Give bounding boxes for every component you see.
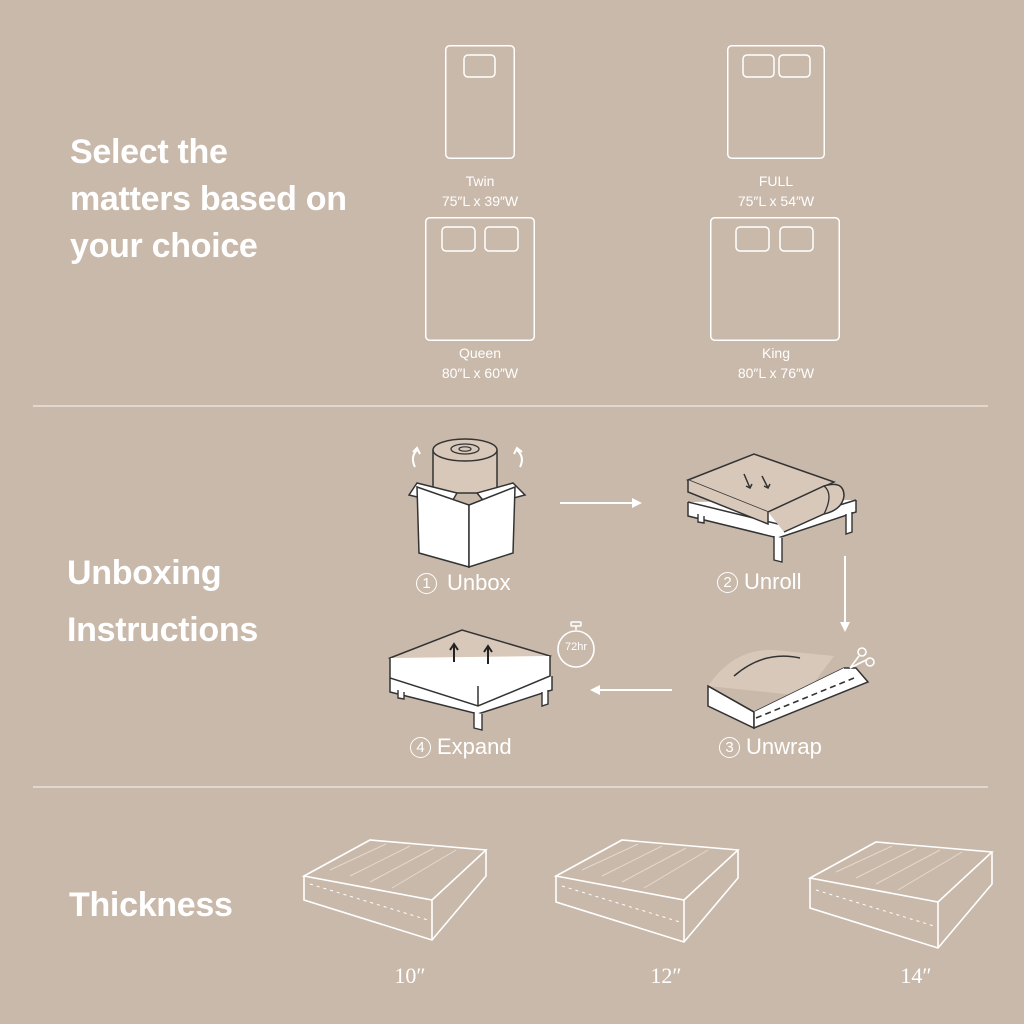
size-dimensions: 80″L x 76″W [737,365,815,381]
size-name: King [761,345,791,361]
size-name: FULL [758,173,794,189]
size-option-twin[interactable]: Twin 75″L x 39″W [400,171,560,211]
step-unroll: 2 Unroll [717,569,801,595]
size-option-queen[interactable]: Queen 80″L x 60″W [400,343,560,383]
size-heading-line: Select the [70,133,228,171]
king-bed-icon [710,217,840,341]
section-divider [33,405,988,407]
unboxing-heading: Unboxing Instructions [67,545,258,659]
mattress-14-icon [807,841,994,949]
unboxing-heading-line: Instructions [67,611,258,649]
step-expand: 4 Expand [410,734,512,760]
step-label: Expand [437,734,512,759]
step-unwrap: 3 Unwrap [719,734,822,760]
step-number: 1 [416,572,437,594]
step-label: Unbox [447,570,511,595]
step-unbox: 1 Unbox [416,570,511,596]
full-bed-icon [727,45,825,159]
stopwatch-icon [557,621,595,668]
thickness-option-14[interactable]: 14″ [900,963,932,988]
step-number: 2 [717,571,738,593]
size-option-king[interactable]: King 80″L x 76″W [696,343,856,383]
size-heading-line: matters based on [70,180,347,218]
expand-illustration [387,629,553,731]
thickness-option-12[interactable]: 12″ [650,963,682,988]
thickness-option-10[interactable]: 10″ [394,963,426,988]
mattress-10-icon [301,839,488,941]
step-label: Unwrap [746,734,822,759]
size-dimensions: 75″L x 39″W [441,193,519,209]
queen-bed-icon [425,217,535,341]
unbox-illustration [407,438,527,569]
step-label: Unroll [744,569,802,594]
size-name: Twin [465,173,495,189]
size-heading-line: your choice [70,227,258,265]
size-dimensions: 75″L x 54″W [737,193,815,209]
timer-label: 72hr [564,641,588,653]
unwrap-illustration [707,647,875,730]
size-option-full[interactable]: FULL 75″L x 54″W [696,171,856,211]
arrow-right-icon [560,498,642,508]
twin-bed-icon [445,45,515,159]
section-divider [33,786,988,788]
arrow-down-icon [840,556,850,632]
mattress-12-icon [553,839,740,943]
size-dimensions: 80″L x 60″W [441,365,519,381]
unroll-illustration [685,453,857,563]
step-number: 4 [410,736,431,758]
thickness-heading: Thickness [69,886,233,924]
size-heading: Select the matters based on your choice [70,129,347,270]
size-name: Queen [458,345,502,361]
unboxing-heading-line: Unboxing [67,554,222,592]
step-number: 3 [719,736,740,758]
arrow-left-icon [590,685,672,695]
